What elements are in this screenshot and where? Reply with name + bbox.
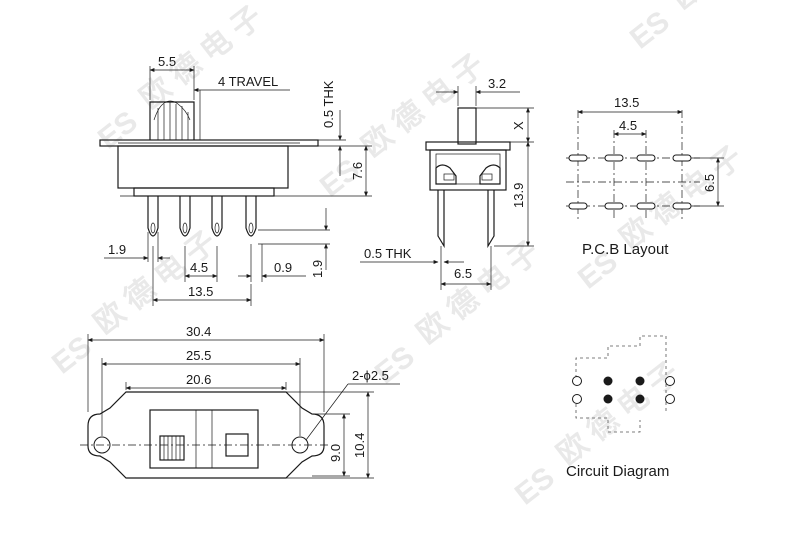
top-view: 30.4 25.5 20.6 2-ϕ2.5 9.0 10.4 <box>80 324 400 479</box>
svg-text:欧 德 电 子: 欧 德 电 子 <box>356 48 491 163</box>
dim-pin-len-label: 1.9 <box>310 260 325 278</box>
pcb-pad <box>568 202 588 210</box>
dim-travel-label: 4 TRAVEL <box>218 74 278 89</box>
contact-open <box>572 394 582 404</box>
dim-pcb-width-label: 13.5 <box>614 95 639 110</box>
end-actuator <box>457 107 477 145</box>
svg-text:ES: ES <box>46 330 98 381</box>
watermark: ES 欧 德 电 子 ES 欧 德 电 子 ES 欧 德 电 子 ES 欧 德 … <box>46 0 800 512</box>
circuit-diagram: Circuit Diagram <box>566 335 675 480</box>
dim-thk-top-label: 0.5 THK <box>321 80 336 128</box>
dim-pin-width-label: 0.9 <box>274 260 292 275</box>
contact-open <box>665 376 675 386</box>
pcb-caption: P.C.B Layout <box>582 241 669 258</box>
pcb-pad <box>604 154 624 162</box>
svg-text:欧 德 电 子: 欧 德 电 子 <box>134 0 269 115</box>
contact-closed <box>603 394 613 404</box>
svg-text:欧 德 电 子: 欧 德 电 子 <box>411 235 546 350</box>
dim-body-label: 20.6 <box>186 372 211 387</box>
dim-overall-h-label: 10.4 <box>352 433 367 458</box>
body-base <box>133 187 275 197</box>
pcb-pad <box>604 202 624 210</box>
end-pin-left <box>437 190 445 249</box>
dim-body-h-label: 9.0 <box>328 444 343 462</box>
contact-closed <box>635 376 645 386</box>
svg-text:欧 德 电 子: 欧 德 电 子 <box>666 0 800 16</box>
contact-closed <box>635 394 645 404</box>
circuit-caption: Circuit Diagram <box>566 463 669 480</box>
pcb-pad <box>636 154 656 162</box>
dim-hole-label: 2-ϕ2.5 <box>352 368 389 383</box>
end-pin-right <box>487 190 495 249</box>
dim-end-height-label: 13.9 <box>511 183 526 208</box>
switch-body <box>117 145 289 189</box>
pcb-pad <box>672 154 692 162</box>
actuator <box>149 101 195 140</box>
contact-open <box>665 394 675 404</box>
svg-text:欧 德 电 子: 欧 德 电 子 <box>551 356 686 471</box>
svg-text:ES: ES <box>509 461 561 512</box>
dim-end-top-label: 3.2 <box>488 76 506 91</box>
svg-text:ES: ES <box>624 5 676 56</box>
end-view: 3.2 X 13.9 0.5 THK 6.5 <box>360 76 534 290</box>
dim-pin-offset-label: 1.9 <box>108 242 126 257</box>
dim-actuator-label: 5.5 <box>158 54 176 69</box>
dim-hole-span-label: 25.5 <box>186 348 211 363</box>
contact-bridge-dashed <box>575 335 667 414</box>
dim-pitch-label: 4.5 <box>190 260 208 275</box>
contact-closed <box>603 376 613 386</box>
dim-height-label: 7.6 <box>350 162 365 180</box>
dim-pcb-pitch-label: 4.5 <box>619 118 637 133</box>
top-body <box>149 409 259 469</box>
dim-end-width-label: 6.5 <box>454 266 472 281</box>
dim-end-thk-label: 0.5 THK <box>364 246 412 261</box>
pcb-layout: 13.5 4.5 6.5 P.C.B Layout <box>566 95 724 258</box>
contact-open <box>572 376 582 386</box>
dim-x-label: X <box>511 121 526 130</box>
top-plate <box>87 391 325 479</box>
pcb-pad <box>636 202 656 210</box>
side-view: 5.5 4 TRAVEL 0.5 THK 7.6 1.9 4.5 0.9 <box>99 54 372 306</box>
terminals <box>147 196 257 237</box>
dim-overall-label: 30.4 <box>186 324 211 339</box>
end-body <box>429 149 507 191</box>
dim-total-label: 13.5 <box>188 284 213 299</box>
pcb-pad <box>568 154 588 162</box>
dim-pcb-row-label: 6.5 <box>702 174 717 192</box>
end-plate <box>425 141 511 151</box>
pcb-pad <box>672 202 692 210</box>
